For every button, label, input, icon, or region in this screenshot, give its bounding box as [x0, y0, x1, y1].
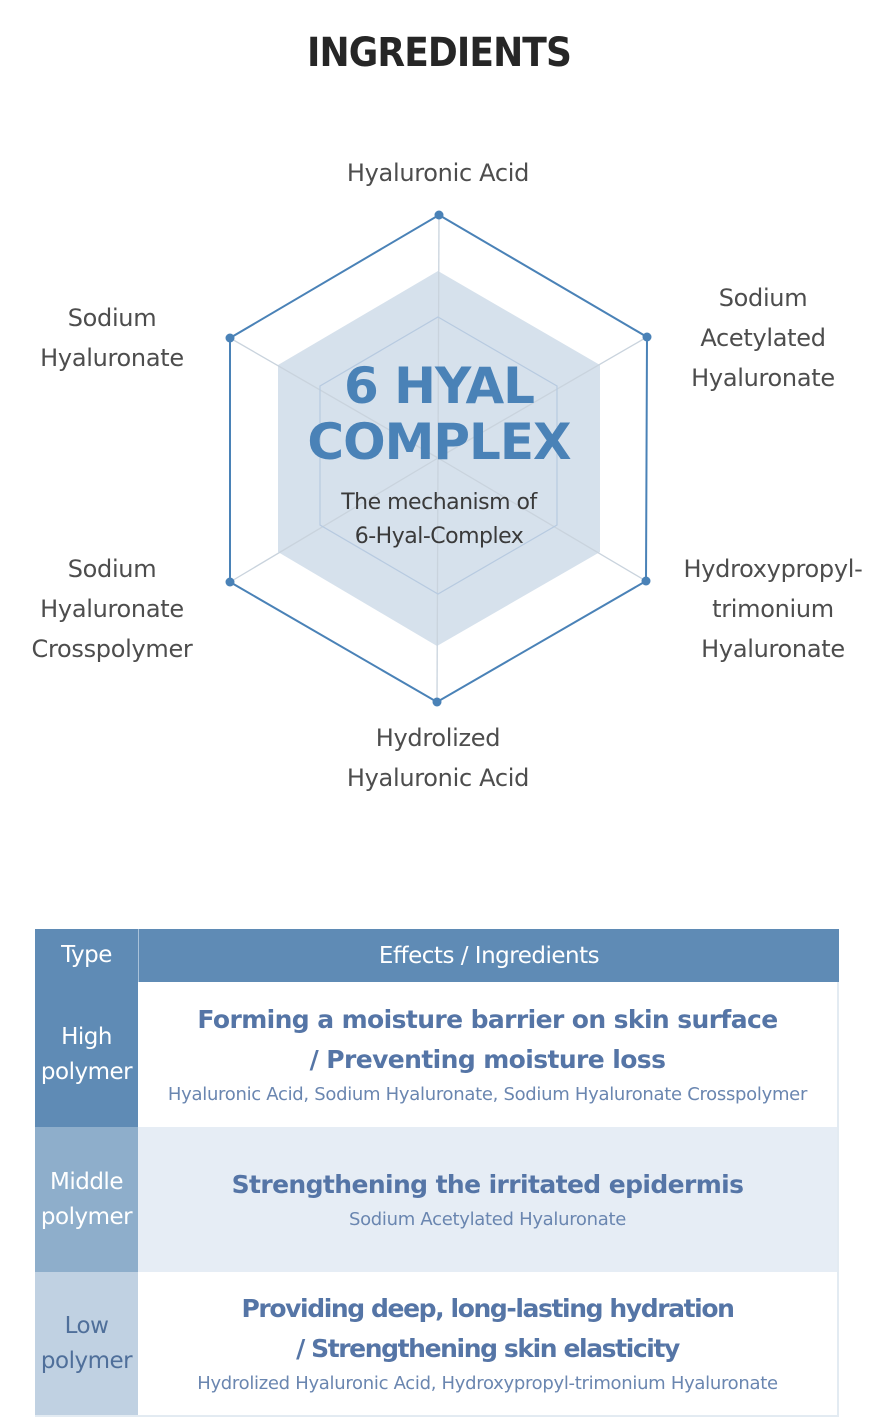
label-sodium-acetylated-hyaluronate: Sodium Acetylated Hyaluronate [663, 278, 863, 398]
label-hyaluronic-acid: Hyaluronic Acid [288, 153, 588, 193]
label-hydroxypropyltrimonium-hyaluronate: Hydroxypropyl- trimonium Hyaluronate [668, 549, 878, 669]
type-line: Low [64, 1312, 109, 1339]
center-title-line2: COMPLEX [307, 413, 571, 471]
table-row-middle-polymer: Middle polymer Strengthening the irritat… [35, 1127, 839, 1272]
effect-text: Forming a moisture barrier on skin surfa… [197, 1004, 778, 1034]
type-line: polymer [40, 1203, 133, 1230]
effect-text: / Preventing moisture loss [309, 1044, 666, 1074]
hexagon-diagram [225, 210, 652, 707]
effects-cell: Forming a moisture barrier on skin surfa… [138, 982, 839, 1127]
header-type: Type [35, 929, 139, 982]
label-line: Hyaluronate [701, 635, 845, 663]
label-line: Hyaluronate [40, 344, 184, 372]
inner-hexagon [319, 316, 558, 595]
label-line: Sodium [67, 555, 157, 583]
spokes [229, 214, 648, 703]
ingredients-text: Sodium Acetylated Hyaluronate [348, 1208, 627, 1230]
type-cell: High polymer [35, 982, 138, 1127]
effect-text: Strengthening the irritated epidermis [231, 1169, 744, 1199]
header-effects: Effects / Ingredients [378, 942, 600, 969]
table-row-high-polymer: High polymer Forming a moisture barrier … [35, 982, 839, 1127]
label-line: Hydroxypropyl- [683, 555, 863, 583]
label-sodium-hyaluronate-crosspolymer: Sodium Hyaluronate Crosspolymer [12, 549, 212, 669]
polymer-table: Type Effects / Ingredients High polymer … [35, 929, 839, 1417]
label-line: Acetylated [700, 324, 826, 352]
center-title: 6 HYAL COMPLEX [239, 358, 639, 470]
type-line: polymer [40, 1347, 133, 1374]
center-subtitle-line1: The mechanism of [341, 490, 537, 515]
center-subtitle: The mechanism of 6-Hyal-Complex [239, 486, 639, 554]
center-title-line1: 6 HYAL [343, 357, 535, 415]
type-line: Middle [50, 1168, 123, 1195]
label-line: Sodium [718, 284, 808, 312]
table-header-row: Type Effects / Ingredients [35, 929, 839, 982]
type-cell: Low polymer [35, 1272, 138, 1415]
vertex-dots [225, 210, 652, 707]
label-sodium-hyaluronate: Sodium Hyaluronate [12, 298, 212, 378]
effects-cell: Strengthening the irritated epidermis So… [138, 1127, 839, 1272]
label-line: Sodium [67, 304, 157, 332]
label-line: Hyaluronic Acid [346, 159, 530, 187]
type-cell: Middle polymer [35, 1127, 138, 1272]
label-line: Hyaluronate [40, 595, 184, 623]
center-subtitle-line2: 6-Hyal-Complex [354, 524, 524, 549]
label-line: Hydrolized [375, 724, 501, 752]
effect-text: Providing deep, long-lasting hydration [241, 1293, 735, 1323]
label-line: Hyaluronate [691, 364, 835, 392]
type-line: High [61, 1023, 112, 1050]
ingredients-text: Hydrolized Hyaluronic Acid, Hydroxypropy… [197, 1372, 778, 1394]
ingredients-text: Hyaluronic Acid, Sodium Hyaluronate, Sod… [167, 1083, 808, 1105]
type-line: polymer [40, 1058, 133, 1085]
label-hydrolized-hyaluronic-acid: Hydrolized Hyaluronic Acid [288, 718, 588, 798]
label-line: Hyaluronic Acid [346, 764, 530, 792]
table-row-low-polymer: Low polymer Providing deep, long-lasting… [35, 1272, 839, 1417]
effects-cell: Providing deep, long-lasting hydration /… [138, 1272, 839, 1415]
page-title: INGREDIENTS [307, 30, 572, 76]
effect-text: / Strengthening skin elasticity [296, 1333, 680, 1363]
label-line: Crosspolymer [31, 635, 193, 663]
label-line: trimonium [712, 595, 834, 623]
